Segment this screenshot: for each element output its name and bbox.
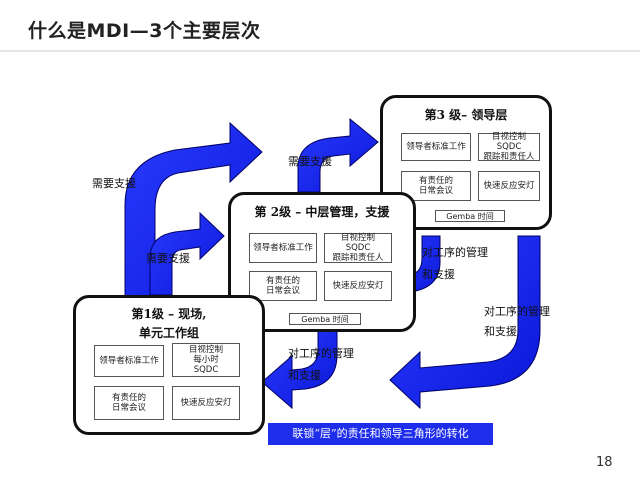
cell-text: 跟踪和责任人 bbox=[483, 152, 535, 162]
label-process-mgmt-1b: 和支援 bbox=[422, 268, 455, 281]
down-arrow-level2-to-level1 bbox=[261, 329, 338, 410]
level-1-title-line-1: 第1级 – 现场, bbox=[131, 307, 207, 321]
cell-text: 领导者标准工作 bbox=[99, 356, 159, 366]
level-3-andon: 快速反应安灯 bbox=[478, 171, 540, 201]
level-3-title: 第3 级– 领导层 bbox=[424, 108, 508, 122]
cell-text: 快速反应安灯 bbox=[483, 181, 535, 191]
cell-text: 每小时 bbox=[193, 355, 219, 365]
level-3-daily-meeting: 有责任的 日常会议 bbox=[401, 171, 471, 201]
label-process-mgmt-1a: 对工序的管理 bbox=[422, 246, 488, 259]
cell-text: SQDC bbox=[193, 365, 219, 375]
page-number: 18 bbox=[596, 455, 613, 470]
level-2-daily-meeting: 有责任的 日常会议 bbox=[249, 271, 317, 301]
cell-text: 领导者标准工作 bbox=[406, 142, 466, 152]
level-1-title-line-2: 单元工作组 bbox=[138, 326, 199, 340]
title-divider bbox=[0, 50, 640, 52]
label-need-support-3: 需要支援 bbox=[288, 155, 332, 168]
level-2-box: 第 2级 – 中层管理，支援 领导者标准工作 目视控制 SQDC 跟踪和责任人 … bbox=[228, 192, 416, 332]
label-process-mgmt-3a: 对工序的管理 bbox=[288, 347, 354, 360]
cell-text: 日常会议 bbox=[418, 186, 453, 196]
level-1-daily-meeting: 有责任的 日常会议 bbox=[94, 386, 164, 420]
slide-title: 什么是MDI—3个主要层次 bbox=[28, 20, 261, 42]
up-arrow-level1-to-level3 bbox=[124, 121, 263, 311]
cell-text: 日常会议 bbox=[265, 286, 300, 296]
cell-text: 快速反应安灯 bbox=[332, 281, 384, 291]
level-1-visual-control: 目视控制 每小时 SQDC bbox=[172, 343, 240, 377]
level-2-gemba-time: Gemba 时间 bbox=[289, 313, 361, 325]
label-process-mgmt-3b: 和支援 bbox=[288, 369, 321, 382]
down-arrow-level3-to-level1 bbox=[389, 235, 541, 410]
cell-text: 目视控制 bbox=[188, 345, 223, 355]
cell-text: 目视控制 bbox=[340, 233, 375, 243]
level-3-gemba-time: Gemba 时间 bbox=[435, 210, 505, 222]
cell-text: 跟踪和责任人 bbox=[332, 253, 384, 263]
cell-text: 有责任的 bbox=[111, 393, 146, 403]
cell-text: SQDC bbox=[496, 142, 522, 152]
cell-text: 有责任的 bbox=[418, 176, 453, 186]
cell-text: 有责任的 bbox=[265, 276, 300, 286]
cell-text: 领导者标准工作 bbox=[253, 243, 313, 253]
cell-text: 快速反应安灯 bbox=[180, 398, 232, 408]
up-arrow-level1-to-level2 bbox=[149, 211, 225, 296]
caption-banner: 联锁“层”的责任和领导三角形的转化 bbox=[268, 423, 493, 445]
level-2-andon: 快速反应安灯 bbox=[324, 271, 392, 301]
level-1-box: 第1级 – 现场, 单元工作组 领导者标准工作 目视控制 每小时 SQDC 有责… bbox=[73, 295, 265, 435]
level-3-leader-standard-work: 领导者标准工作 bbox=[401, 133, 471, 161]
level-2-title: 第 2级 – 中层管理，支援 bbox=[254, 205, 390, 219]
level-1-andon: 快速反应安灯 bbox=[172, 386, 240, 420]
cell-text: 目视控制 bbox=[491, 132, 526, 142]
up-arrow-level2-to-level3 bbox=[297, 117, 379, 193]
label-process-mgmt-2a: 对工序的管理 bbox=[484, 305, 550, 318]
level-2-leader-standard-work: 领导者标准工作 bbox=[249, 233, 317, 263]
label-need-support-1: 需要支援 bbox=[92, 177, 136, 190]
level-3-visual-control: 目视控制 SQDC 跟踪和责任人 bbox=[478, 132, 540, 162]
cell-text: 日常会议 bbox=[111, 403, 146, 413]
cell-text: SQDC bbox=[345, 243, 371, 253]
label-process-mgmt-2b: 和支援 bbox=[484, 325, 517, 338]
label-need-support-2: 需要支援 bbox=[146, 252, 190, 265]
level-1-leader-standard-work: 领导者标准工作 bbox=[94, 345, 164, 377]
level-2-visual-control: 目视控制 SQDC 跟踪和责任人 bbox=[324, 233, 392, 263]
